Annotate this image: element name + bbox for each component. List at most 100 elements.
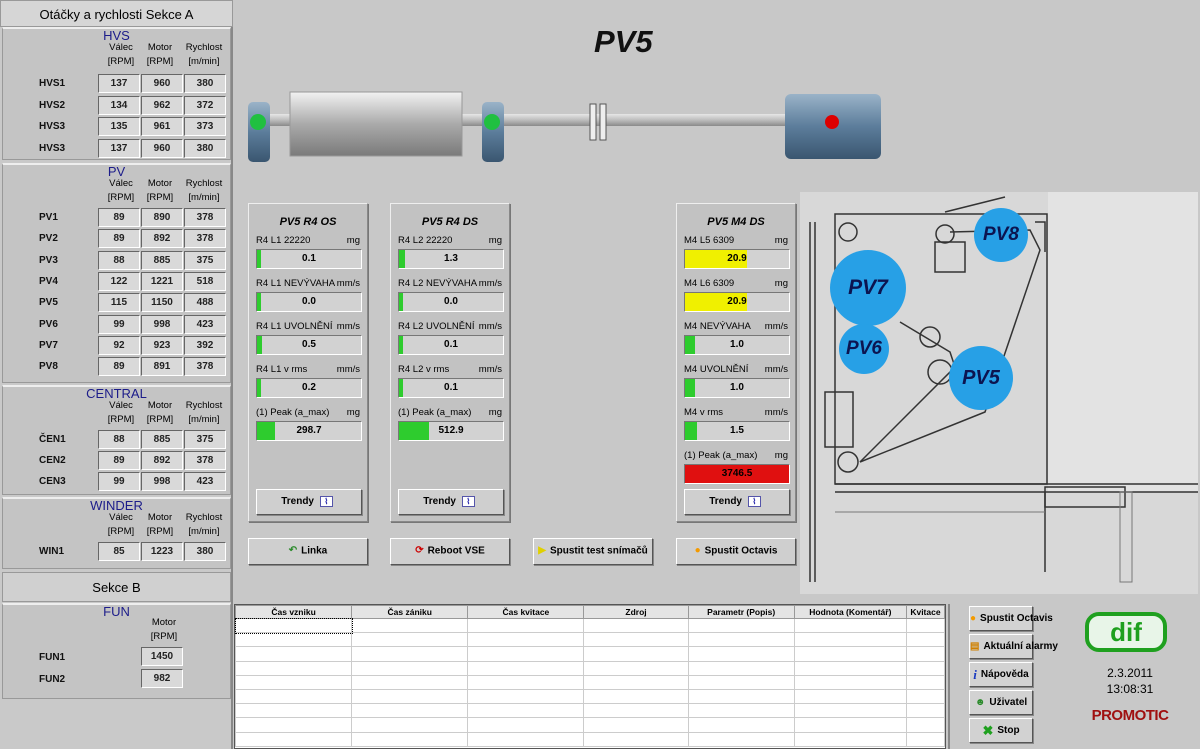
- table-cell[interactable]: [467, 660, 585, 676]
- table-cell[interactable]: [687, 731, 795, 747]
- table-cell[interactable]: [793, 703, 907, 719]
- table-cell[interactable]: [583, 674, 689, 690]
- table-cell[interactable]: [687, 660, 795, 676]
- table-cell[interactable]: [687, 617, 795, 634]
- table-cell[interactable]: [793, 646, 907, 662]
- table-cell[interactable]: [905, 674, 946, 690]
- table-cell[interactable]: [351, 688, 469, 705]
- table-cell[interactable]: [234, 717, 353, 733]
- alarm-column-header[interactable]: Parametr (Popis): [687, 605, 795, 619]
- table-cell[interactable]: [467, 703, 585, 719]
- table-row[interactable]: [234, 688, 946, 705]
- table-cell[interactable]: [687, 703, 795, 719]
- table-row[interactable]: [234, 617, 946, 634]
- table-cell[interactable]: [467, 646, 585, 662]
- table-cell[interactable]: [687, 646, 795, 662]
- stop-button[interactable]: ✖Stop: [969, 718, 1033, 743]
- table-cell[interactable]: [351, 731, 469, 747]
- pv6-marker[interactable]: PV6: [839, 324, 889, 374]
- table-cell[interactable]: [583, 617, 689, 634]
- table-cell[interactable]: [687, 717, 795, 733]
- metric-value: 1.5: [730, 425, 744, 436]
- table-cell[interactable]: [583, 660, 689, 676]
- table-cell[interactable]: [583, 632, 689, 648]
- current-alarms-button[interactable]: ▤Aktuální alarmy: [969, 634, 1058, 659]
- pv8-marker[interactable]: PV8: [974, 208, 1028, 262]
- table-cell[interactable]: [905, 688, 946, 705]
- table-cell[interactable]: [467, 717, 585, 733]
- table-cell[interactable]: [905, 646, 946, 662]
- table-row[interactable]: [234, 674, 946, 690]
- alarm-column-header[interactable]: Zdroj: [583, 605, 689, 619]
- table-cell[interactable]: [351, 632, 469, 648]
- table-cell[interactable]: [467, 688, 585, 705]
- table-cell[interactable]: [467, 731, 585, 747]
- table-cell[interactable]: [905, 717, 946, 733]
- reboot-button[interactable]: ⟳Reboot VSE: [390, 538, 510, 565]
- table-cell[interactable]: [793, 731, 907, 747]
- table-cell[interactable]: [687, 674, 795, 690]
- table-cell[interactable]: [905, 731, 946, 747]
- table-cell[interactable]: [793, 632, 907, 648]
- table-cell[interactable]: [351, 674, 469, 690]
- table-cell[interactable]: [234, 617, 353, 634]
- table-cell[interactable]: [583, 703, 689, 719]
- table-row[interactable]: [234, 646, 946, 662]
- pv7-marker[interactable]: PV7: [830, 250, 906, 326]
- table-cell[interactable]: [351, 660, 469, 676]
- trend-button[interactable]: Trendy ⌇: [256, 489, 362, 515]
- table-cell[interactable]: [467, 674, 585, 690]
- side-start-octavis-button[interactable]: ●Spustit Octavis: [969, 606, 1053, 631]
- alarm-column-header[interactable]: Čas kvitace: [467, 605, 585, 619]
- test-sensors-button[interactable]: ▶Spustit test snímačů: [533, 538, 653, 565]
- alarm-column-header[interactable]: Kvitace: [905, 605, 946, 619]
- table-cell[interactable]: [234, 703, 353, 719]
- hvs-value-cell: 962: [141, 95, 183, 115]
- table-cell[interactable]: [234, 632, 353, 648]
- metric-label: R4 L1 22220: [256, 235, 311, 246]
- table-cell[interactable]: [351, 717, 469, 733]
- table-cell[interactable]: [467, 632, 585, 648]
- table-row[interactable]: [234, 632, 946, 648]
- table-row[interactable]: [234, 717, 946, 733]
- table-cell[interactable]: [687, 632, 795, 648]
- trend-button[interactable]: Trendy ⌇: [684, 489, 790, 515]
- table-cell[interactable]: [351, 703, 469, 719]
- table-cell[interactable]: [905, 703, 946, 719]
- table-cell[interactable]: [793, 674, 907, 690]
- table-cell[interactable]: [234, 731, 353, 747]
- table-cell[interactable]: [793, 688, 907, 705]
- table-cell[interactable]: [583, 731, 689, 747]
- table-cell[interactable]: [467, 617, 585, 634]
- table-cell[interactable]: [351, 617, 469, 634]
- table-cell[interactable]: [793, 717, 907, 733]
- table-cell[interactable]: [793, 660, 907, 676]
- user-button[interactable]: ☻Uživatel: [969, 690, 1033, 715]
- table-cell[interactable]: [687, 688, 795, 705]
- table-cell[interactable]: [234, 688, 353, 705]
- alarm-column-header[interactable]: Čas vzniku: [234, 605, 353, 619]
- table-cell[interactable]: [583, 717, 689, 733]
- trend-button[interactable]: Trendy ⌇: [398, 489, 504, 515]
- table-cell[interactable]: [905, 632, 946, 648]
- pv5-marker[interactable]: PV5: [949, 346, 1013, 410]
- table-cell[interactable]: [234, 674, 353, 690]
- table-cell[interactable]: [905, 617, 946, 634]
- linka-button[interactable]: ↶Linka: [248, 538, 368, 565]
- table-row[interactable]: [234, 731, 946, 747]
- metric-bar-fill: [399, 379, 404, 397]
- table-row[interactable]: [234, 660, 946, 676]
- table-cell[interactable]: [351, 646, 469, 662]
- alarm-column-header[interactable]: Hodnota (Komentář): [793, 605, 907, 619]
- table-cell[interactable]: [583, 646, 689, 662]
- start-octavis-button[interactable]: ●Spustit Octavis: [676, 538, 796, 565]
- table-cell[interactable]: [234, 660, 353, 676]
- table-cell[interactable]: [583, 688, 689, 705]
- table-cell[interactable]: [234, 646, 353, 662]
- alarm-column-header[interactable]: Čas zániku: [351, 605, 469, 619]
- table-cell[interactable]: [793, 617, 907, 634]
- table-row[interactable]: [234, 703, 946, 719]
- table-cell[interactable]: [905, 660, 946, 676]
